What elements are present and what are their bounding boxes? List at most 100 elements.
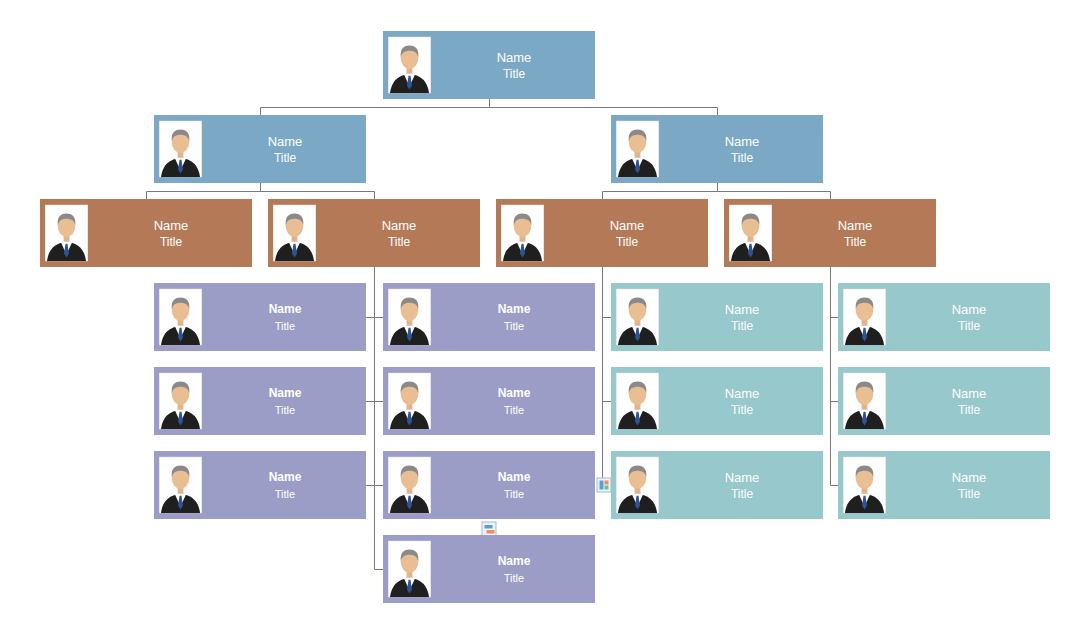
text-area: NameTitle: [661, 283, 823, 351]
text-area: NameTitle: [774, 199, 936, 267]
person-title: Title: [616, 234, 638, 250]
person-box: NameTitle: [383, 367, 595, 435]
person-title: Title: [160, 234, 182, 250]
avatar-photo: [843, 372, 886, 430]
org-connector: [261, 99, 490, 115]
text-area: NameTitle: [318, 199, 480, 267]
org-connector: [366, 267, 375, 402]
avatar-photo: [388, 288, 431, 346]
person-box: NameTitle: [268, 199, 480, 267]
org-connector: [831, 267, 839, 318]
avatar-photo: [159, 372, 202, 430]
layout-handle: [597, 478, 611, 492]
org-connector: [831, 267, 839, 486]
person-title: Title: [504, 486, 524, 502]
org-connector: [366, 267, 375, 486]
person-box: NameTitle: [383, 535, 595, 603]
person-name: Name: [725, 385, 760, 402]
avatar-photo: [843, 456, 886, 514]
person-box: NameTitle: [838, 283, 1050, 351]
org-connector: [718, 183, 831, 199]
text-area: NameTitle: [433, 283, 595, 351]
person-name: Name: [497, 49, 532, 66]
person-name: Name: [610, 217, 645, 234]
person-box: NameTitle: [383, 31, 595, 99]
person-title: Title: [274, 150, 296, 166]
person-name: Name: [498, 301, 531, 318]
avatar-photo: [273, 204, 316, 262]
person-name: Name: [498, 469, 531, 486]
person-box: NameTitle: [154, 115, 366, 183]
org-connector: [147, 183, 261, 199]
person-title: Title: [731, 150, 753, 166]
person-title: Title: [958, 486, 980, 502]
person-name: Name: [382, 217, 417, 234]
org-connector: [603, 183, 718, 199]
org-connector: [603, 267, 612, 318]
text-area: NameTitle: [546, 199, 708, 267]
avatar-photo: [388, 372, 431, 430]
org-connector: [261, 183, 375, 199]
person-title: Title: [504, 570, 524, 586]
person-name: Name: [269, 469, 302, 486]
org-connector: [375, 267, 384, 486]
avatar-photo: [616, 288, 659, 346]
person-title: Title: [503, 66, 525, 82]
org-connector: [375, 267, 384, 318]
person-box: NameTitle: [154, 367, 366, 435]
person-name: Name: [269, 385, 302, 402]
text-area: NameTitle: [888, 283, 1050, 351]
person-box: NameTitle: [383, 283, 595, 351]
person-title: Title: [958, 402, 980, 418]
layout-handle: [482, 522, 496, 536]
person-title: Title: [958, 318, 980, 334]
text-area: NameTitle: [661, 451, 823, 519]
avatar-photo: [159, 288, 202, 346]
person-box: NameTitle: [838, 451, 1050, 519]
text-area: NameTitle: [661, 115, 823, 183]
person-title: Title: [504, 318, 524, 334]
person-box: NameTitle: [724, 199, 936, 267]
avatar-photo: [501, 204, 544, 262]
person-title: Title: [275, 486, 295, 502]
avatar-photo: [159, 120, 202, 178]
person-box: NameTitle: [838, 367, 1050, 435]
person-name: Name: [725, 469, 760, 486]
person-title: Title: [731, 318, 753, 334]
text-area: NameTitle: [433, 367, 595, 435]
person-box: NameTitle: [611, 115, 823, 183]
text-area: NameTitle: [204, 115, 366, 183]
person-title: Title: [275, 318, 295, 334]
person-box: NameTitle: [611, 367, 823, 435]
person-box: NameTitle: [611, 283, 823, 351]
person-name: Name: [725, 133, 760, 150]
avatar-photo: [616, 120, 659, 178]
text-area: NameTitle: [888, 451, 1050, 519]
person-name: Name: [269, 301, 302, 318]
person-title: Title: [731, 402, 753, 418]
avatar-photo: [616, 456, 659, 514]
org-connector: [375, 267, 384, 402]
text-area: NameTitle: [204, 451, 366, 519]
avatar-photo: [729, 204, 772, 262]
person-box: NameTitle: [383, 451, 595, 519]
person-title: Title: [731, 486, 753, 502]
person-title: Title: [275, 402, 295, 418]
org-connector: [375, 267, 384, 570]
org-connector: [603, 267, 612, 486]
text-area: NameTitle: [433, 451, 595, 519]
person-box: NameTitle: [496, 199, 708, 267]
person-title: Title: [504, 402, 524, 418]
org-connector: [366, 267, 375, 318]
text-area: NameTitle: [204, 367, 366, 435]
person-box: NameTitle: [154, 451, 366, 519]
avatar-photo: [616, 372, 659, 430]
text-area: NameTitle: [433, 31, 595, 99]
avatar-photo: [159, 456, 202, 514]
person-box: NameTitle: [40, 199, 252, 267]
person-name: Name: [154, 217, 189, 234]
person-name: Name: [268, 133, 303, 150]
person-box: NameTitle: [611, 451, 823, 519]
avatar-photo: [45, 204, 88, 262]
